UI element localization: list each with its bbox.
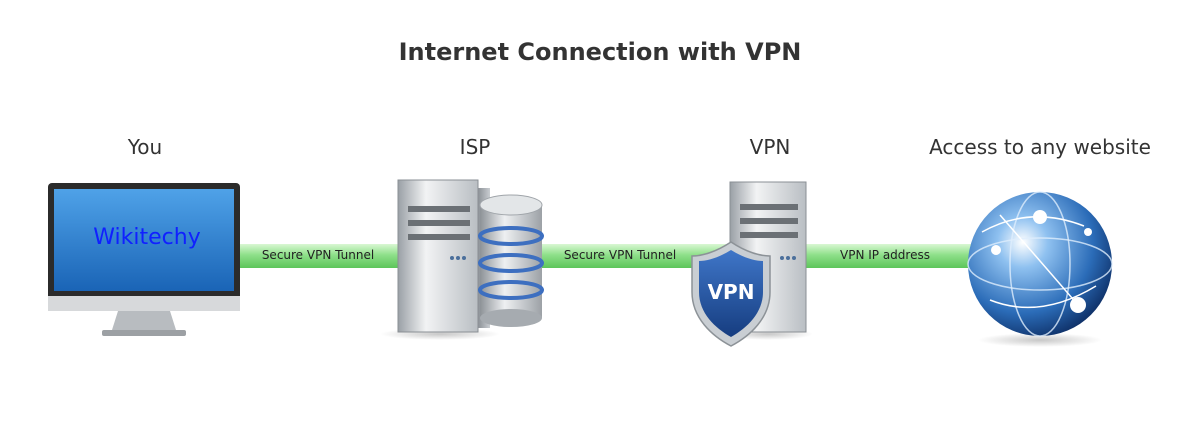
shield-icon [691, 241, 771, 347]
globe-icon [967, 191, 1113, 347]
node-label-you: You [127, 135, 163, 159]
node-label-isp: ISP [459, 135, 491, 159]
diagram-title: Internet Connection with VPN [398, 38, 802, 66]
monitor-screen-text: Wikitechy [93, 225, 201, 250]
tunnel-link-3 [800, 244, 975, 268]
monitor-icon [48, 183, 240, 336]
link-label-2: Secure VPN Tunnel [563, 248, 677, 262]
tunnel-link-2 [530, 244, 730, 268]
shield-label: VPN [707, 280, 755, 304]
link-label-1: Secure VPN Tunnel [261, 248, 375, 262]
link-label-3: VPN IP address [840, 248, 930, 262]
isp-server-icon [380, 179, 544, 340]
tunnel-link-1 [232, 244, 404, 268]
node-label-vpn: VPN [749, 135, 791, 159]
node-label-web: Access to any website [929, 135, 1151, 159]
